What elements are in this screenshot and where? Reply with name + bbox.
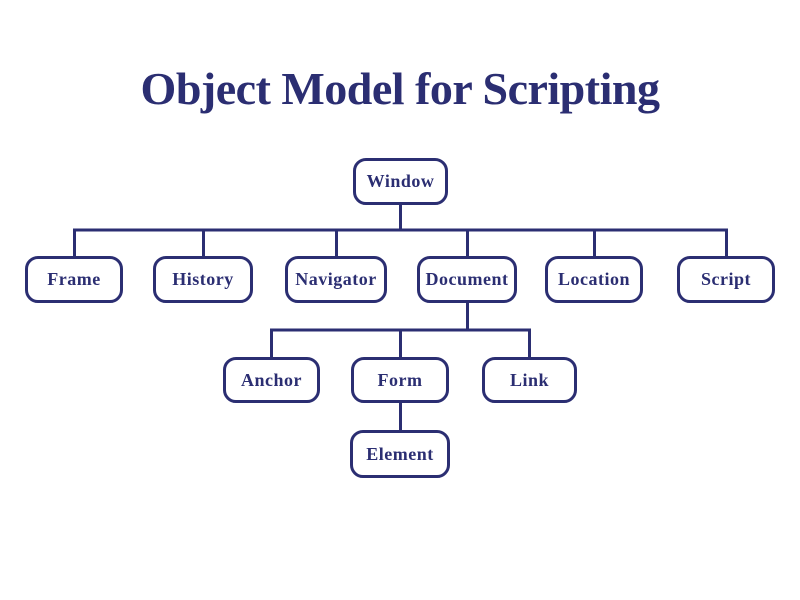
node-location: Location xyxy=(545,256,643,303)
node-document: Document xyxy=(417,256,517,303)
diagram-title: Object Model for Scripting xyxy=(140,63,660,114)
node-window: Window xyxy=(353,158,448,205)
node-navigator: Navigator xyxy=(285,256,387,303)
node-script: Script xyxy=(677,256,775,303)
node-anchor: Anchor xyxy=(223,357,320,403)
node-history: History xyxy=(153,256,253,303)
node-form: Form xyxy=(351,357,449,403)
connector-window-children xyxy=(73,228,728,256)
node-element: Element xyxy=(350,430,450,478)
node-link: Link xyxy=(482,357,577,403)
node-frame: Frame xyxy=(25,256,123,303)
